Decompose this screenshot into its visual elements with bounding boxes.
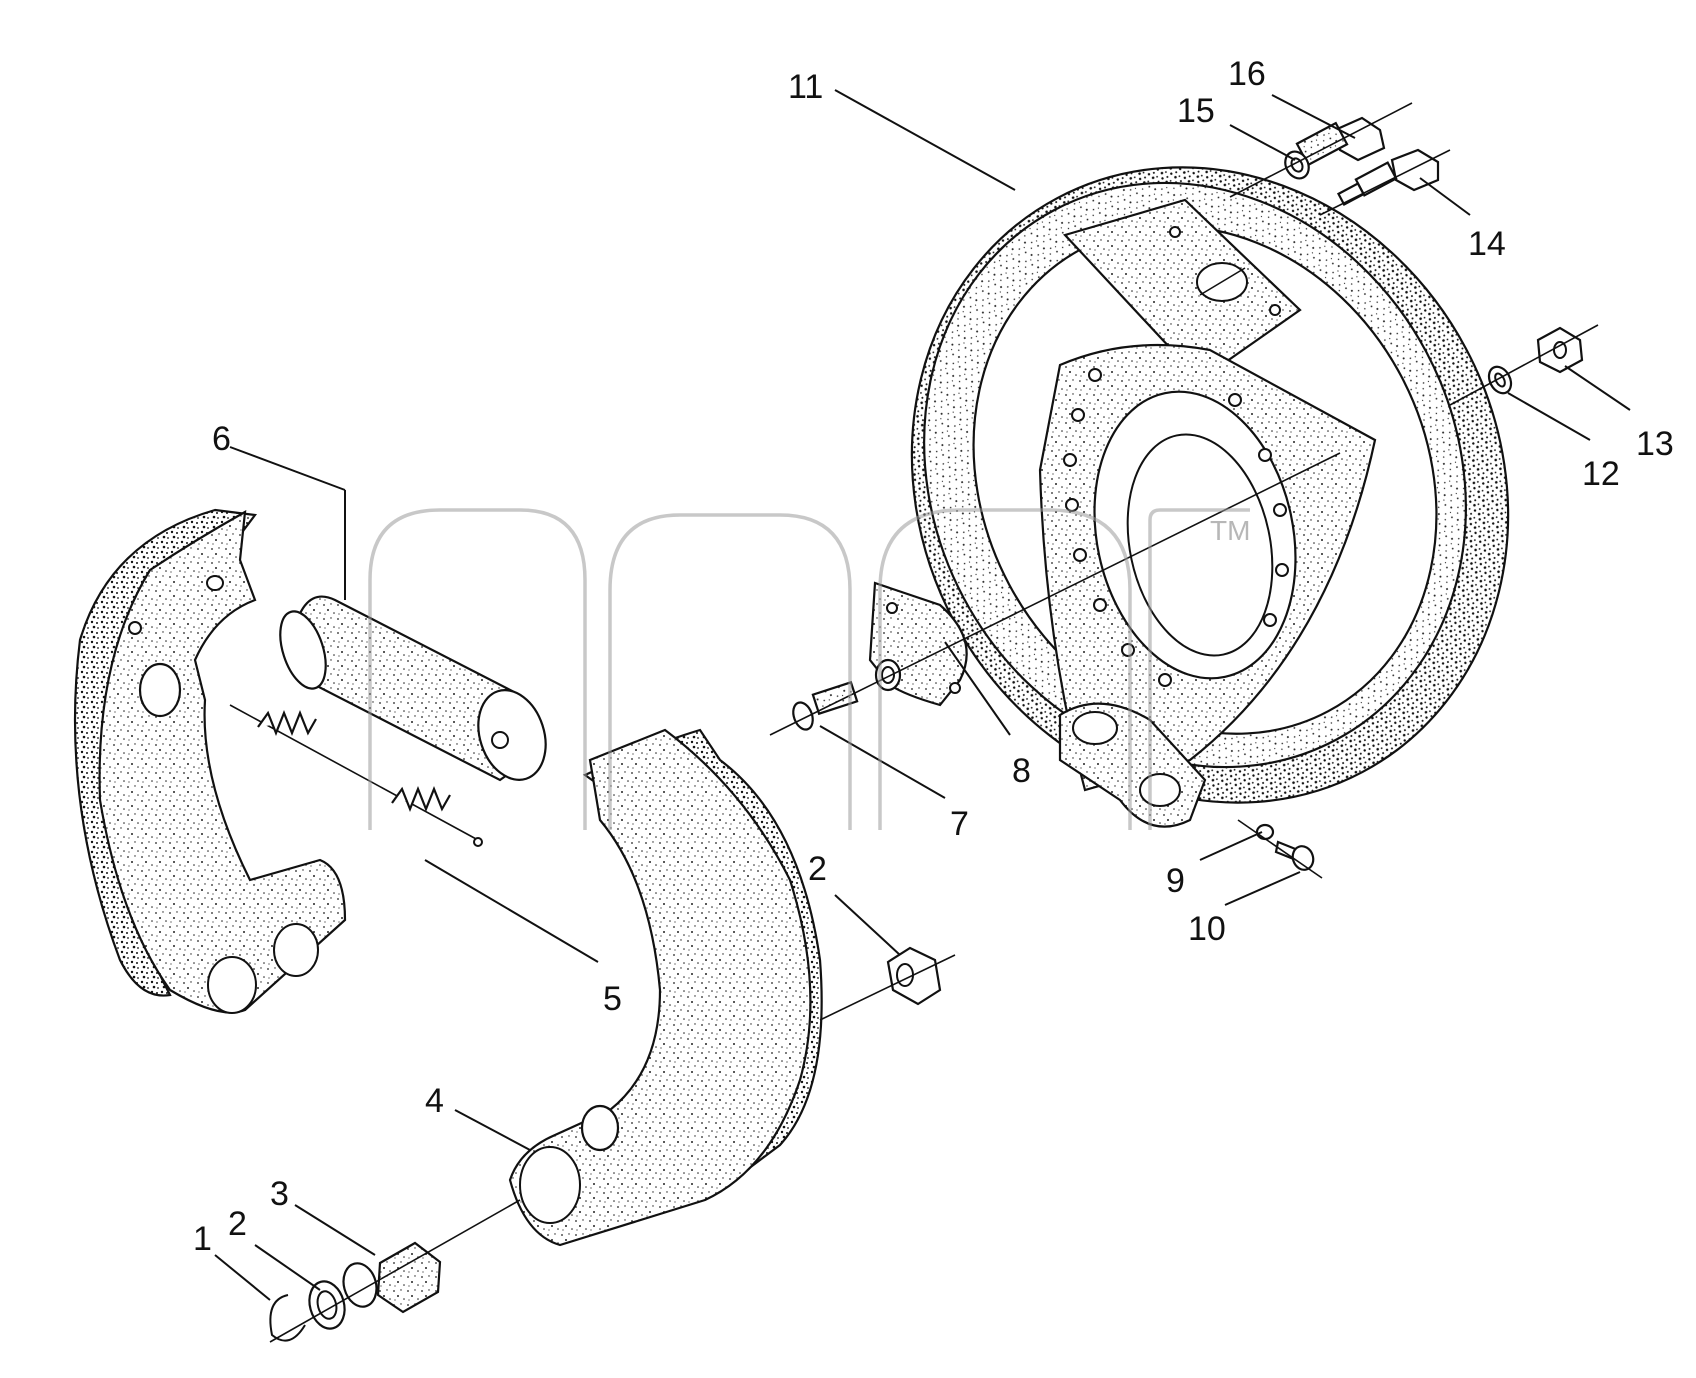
leader-lines — [214, 89, 1631, 1301]
callout-12: 12 — [1582, 455, 1620, 493]
callout-15: 15 — [1177, 92, 1215, 130]
brake-shoe-left — [73, 508, 347, 1014]
washer-2-lower — [308, 1280, 346, 1330]
callout-16: 16 — [1228, 55, 1266, 93]
callout-14: 14 — [1468, 225, 1506, 263]
callout-1: 1 — [193, 1220, 212, 1258]
callout-3: 3 — [270, 1175, 289, 1213]
callout-4: 4 — [425, 1082, 444, 1120]
cam-plate-8 — [868, 581, 968, 707]
callout-2-upper: 2 — [808, 850, 827, 888]
callout-10: 10 — [1188, 910, 1226, 948]
backing-plate — [910, 166, 1510, 828]
callout-11: 11 — [788, 68, 823, 106]
callout-13: 13 — [1636, 425, 1674, 463]
callout-2-lower: 2 — [228, 1205, 247, 1243]
washer-12 — [1487, 365, 1513, 395]
return-spring-5 — [229, 704, 483, 847]
watermark: TM — [368, 508, 1250, 830]
watermark-trademark: TM — [1210, 515, 1250, 546]
callout-6: 6 — [212, 420, 231, 458]
bleeder-14 — [1336, 148, 1440, 206]
nut-2-upper — [886, 946, 942, 1006]
washer-9 — [1255, 823, 1275, 841]
bolt-7 — [792, 680, 859, 731]
wheel-cylinder-6 — [279, 595, 547, 782]
callout-5: 5 — [603, 980, 622, 1018]
clip-1 — [269, 1294, 306, 1342]
pin-10 — [1274, 840, 1315, 871]
callout-7: 7 — [950, 805, 969, 843]
callout-9: 9 — [1166, 862, 1185, 900]
brake-shoe-right — [508, 728, 823, 1247]
callout-8: 8 — [1012, 752, 1031, 790]
nut-13 — [1536, 326, 1584, 374]
callout-labels: 1 2 3 4 5 6 7 8 9 10 11 12 13 14 15 16 2 — [193, 55, 1674, 1258]
